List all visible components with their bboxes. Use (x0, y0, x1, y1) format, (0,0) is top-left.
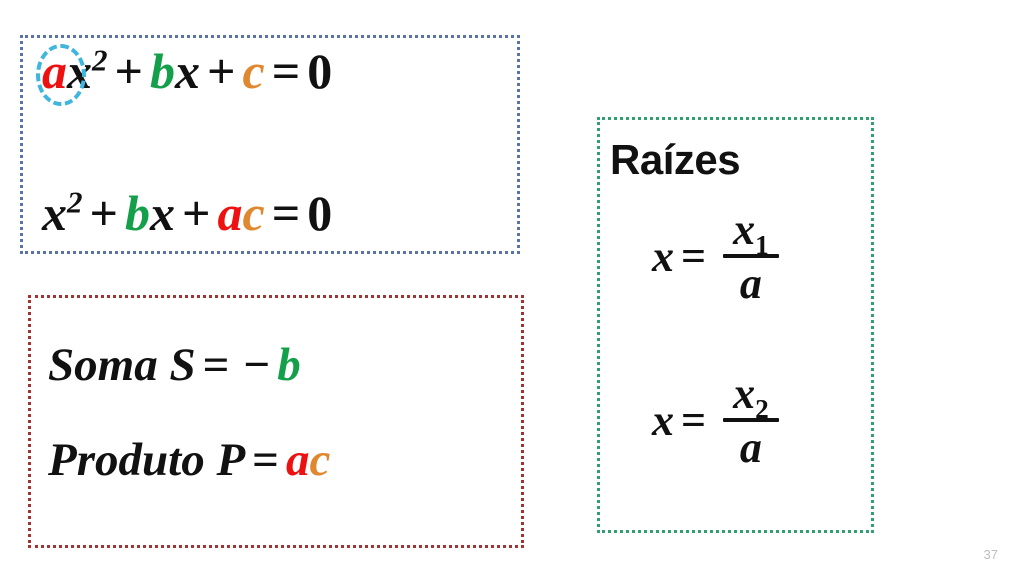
sum-symbol: S (169, 339, 196, 391)
root-1-lhs: x (652, 232, 674, 281)
root-1-equals: = (681, 232, 707, 281)
term-coefficient-a-2: a (217, 185, 243, 241)
term-variable-x-3: x (42, 185, 67, 241)
sum-value-b: b (277, 339, 301, 391)
product-value-c: c (309, 434, 331, 486)
operator-plus-3: + (89, 185, 119, 241)
root-1-denominator: a (739, 259, 762, 308)
root-2-lhs: x (652, 396, 674, 445)
term-coefficient-c-2: c (242, 185, 265, 241)
equation-root-2: x= x2 a (652, 372, 779, 470)
standard-form-box (20, 35, 520, 254)
operator-equals-2: = (271, 185, 301, 241)
root-2-numerator-index: 2 (755, 393, 769, 424)
operator-plus-4: + (182, 185, 211, 241)
row-product: Produto P=ac (48, 437, 330, 484)
product-value-a: a (285, 434, 310, 486)
equation-root-1: x= x1 a (652, 208, 779, 306)
equation-general-quadratic: ax2+bx+c=0 (42, 43, 333, 99)
root-1-numerator-index: 1 (755, 229, 769, 260)
term-zero-1: 0 (307, 43, 333, 99)
root-1-numerator-base: x (733, 205, 756, 254)
slide-number: 37 (983, 547, 998, 562)
product-symbol: P (216, 434, 246, 486)
sum-label: Soma (48, 339, 158, 391)
row-sum: Soma S=−b (48, 342, 301, 389)
equation-transformed-quadratic: x2+bx+ac=0 (42, 185, 333, 241)
term-coefficient-b: b (150, 43, 175, 99)
term-coefficient-c: c (242, 43, 265, 99)
root-1-fraction-bar (723, 254, 779, 258)
sum-equals: = (202, 339, 230, 391)
term-variable-x-2: x (175, 43, 200, 99)
term-exponent-2b: 2 (67, 184, 83, 220)
roots-title: Raízes (610, 136, 741, 183)
operator-plus-2: + (207, 43, 236, 99)
roots-box (597, 117, 874, 533)
operator-equals-1: = (271, 43, 301, 99)
root-2-numerator: x2 (723, 369, 779, 423)
root-2-numerator-base: x (733, 369, 756, 418)
term-zero-2: 0 (307, 185, 333, 241)
term-exponent-2: 2 (92, 42, 108, 78)
root-2-equals: = (681, 396, 707, 445)
operator-plus-1: + (114, 43, 144, 99)
root-1-fraction: x1 a (723, 208, 779, 306)
root-1-numerator: x1 (723, 205, 779, 259)
term-variable-x-4: x (150, 185, 175, 241)
term-coefficient-b-2: b (125, 185, 150, 241)
root-2-fraction: x2 a (723, 372, 779, 470)
sum-minus-sign: − (243, 339, 271, 391)
product-equals: = (252, 434, 279, 486)
root-2-fraction-bar (723, 418, 779, 422)
root-2-denominator: a (739, 423, 762, 472)
term-variable-x: x (67, 43, 92, 99)
sum-product-box (28, 295, 524, 548)
term-coefficient-a: a (42, 43, 67, 99)
product-label: Produto (48, 434, 205, 486)
